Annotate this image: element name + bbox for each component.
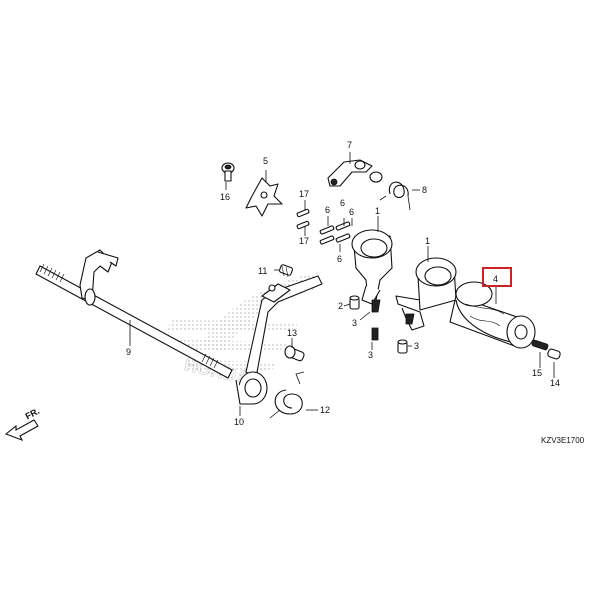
- callout-1-b[interactable]: 1: [425, 236, 430, 246]
- shift-fork-1b: [395, 257, 457, 331]
- callout-9[interactable]: 9: [126, 347, 131, 357]
- callout-3-c[interactable]: 3: [414, 341, 419, 351]
- callout-3-b[interactable]: 3: [368, 350, 373, 360]
- callout-2[interactable]: 2: [338, 301, 343, 311]
- washer-14: [547, 348, 561, 360]
- pins-6-17: [296, 208, 351, 245]
- callout-17-bottom[interactable]: 17: [299, 236, 309, 246]
- diagram-code: KZV3E1700: [541, 436, 585, 445]
- callout-1-a[interactable]: 1: [375, 206, 380, 216]
- stopper-spring-8: [379, 181, 411, 211]
- callout-17-top[interactable]: 17: [299, 189, 309, 199]
- gearshift-spindle: [35, 249, 233, 379]
- shift-fork-1a: [351, 229, 393, 305]
- stopper-arm-7: [327, 159, 383, 187]
- bolt-11: [279, 264, 293, 278]
- callout-6-a[interactable]: 6: [325, 205, 330, 215]
- pin-15: [531, 339, 549, 351]
- callout-7[interactable]: 7: [347, 140, 352, 150]
- front-label: FR.: [24, 406, 41, 422]
- callout-13[interactable]: 13: [287, 328, 297, 338]
- gearshift-arm: [235, 275, 323, 405]
- stopper-plate-5: [245, 177, 283, 217]
- callout-14[interactable]: 14: [550, 378, 560, 388]
- callout-6-c[interactable]: 6: [349, 207, 354, 217]
- guide-pins-2: [349, 295, 408, 354]
- front-arrow-icon: [4, 419, 39, 442]
- callout-6-d[interactable]: 6: [337, 254, 342, 264]
- callout-12[interactable]: 12: [320, 405, 330, 415]
- callout-10[interactable]: 10: [234, 417, 244, 427]
- callout-16[interactable]: 16: [220, 192, 230, 202]
- callout-8[interactable]: 8: [422, 185, 427, 195]
- pin-13: [284, 345, 305, 362]
- callout-6-b[interactable]: 6: [340, 198, 345, 208]
- front-direction-indicator: FR.: [4, 406, 41, 442]
- callout-3-a[interactable]: 3: [352, 318, 357, 328]
- bolt-16: [221, 162, 235, 182]
- leader-lines: [129, 152, 555, 416]
- callout-5[interactable]: 5: [263, 156, 268, 166]
- shift-drum-4: [449, 281, 536, 349]
- callout-11[interactable]: 11: [258, 266, 267, 276]
- callout-15[interactable]: 15: [532, 368, 542, 378]
- clips-3: [371, 299, 415, 341]
- callout-4-highlight-box: [482, 267, 512, 287]
- callout-4[interactable]: 4: [493, 274, 498, 284]
- return-spring-12: [269, 371, 305, 419]
- callouts: 5 16 7 8 17 17 6 6 6 6 1 1 2 3 3 3 4 15 …: [126, 140, 560, 427]
